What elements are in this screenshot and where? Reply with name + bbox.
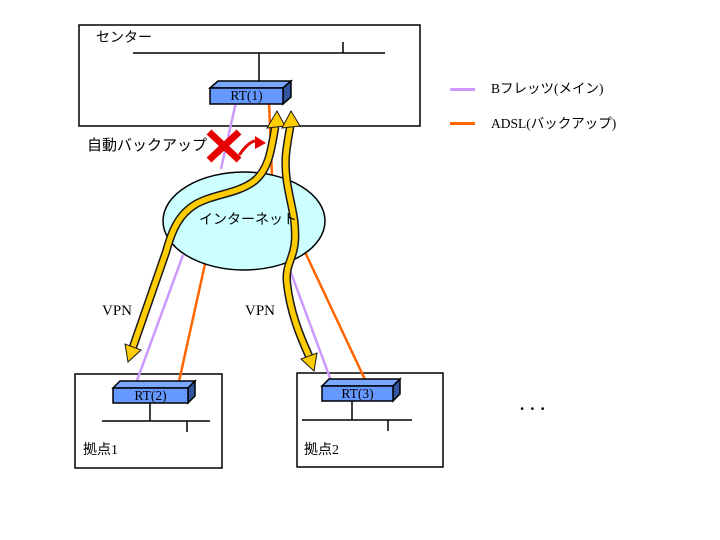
site2-label: 拠点2 xyxy=(304,443,339,458)
arrowhead-down-rt3 xyxy=(300,352,318,372)
failover-arrow xyxy=(238,136,266,156)
vpn-label-left: VPN xyxy=(102,303,133,319)
failure-x-mark xyxy=(206,129,242,163)
backup-traffic-arrow-site2 xyxy=(281,109,318,372)
legend-line-adsl xyxy=(450,122,475,125)
vpn-label-right: VPN xyxy=(245,303,276,319)
auto-backup-label: 自動バックアップ xyxy=(87,138,208,154)
center-site-box xyxy=(78,24,421,127)
rt3-router xyxy=(320,377,402,403)
legend-label-bflets: Bフレッツ(メイン) xyxy=(491,81,604,96)
rt2-label: RT(2) xyxy=(134,388,167,403)
center-site-label: センター xyxy=(96,31,152,46)
bflets-main-lines xyxy=(133,101,335,387)
backup-traffic-arrow-site1 xyxy=(124,109,286,363)
rt2-router xyxy=(111,379,197,405)
more-sites-ellipsis: ... xyxy=(520,395,551,414)
rt1-router xyxy=(208,79,293,106)
legend-label-adsl: ADSL(バックアップ) xyxy=(491,116,617,131)
arrowhead-up-rt1-left xyxy=(266,109,286,129)
rt3-label: RT(3) xyxy=(341,386,374,401)
arrowhead-up-rt1-right xyxy=(281,109,301,129)
site1-label: 拠点1 xyxy=(83,443,118,458)
arrowhead-down-rt2 xyxy=(124,343,142,363)
rt1-label: RT(1) xyxy=(230,88,263,103)
internet-cloud-label: インターネット xyxy=(199,213,297,228)
legend-line-bflets xyxy=(450,88,475,91)
